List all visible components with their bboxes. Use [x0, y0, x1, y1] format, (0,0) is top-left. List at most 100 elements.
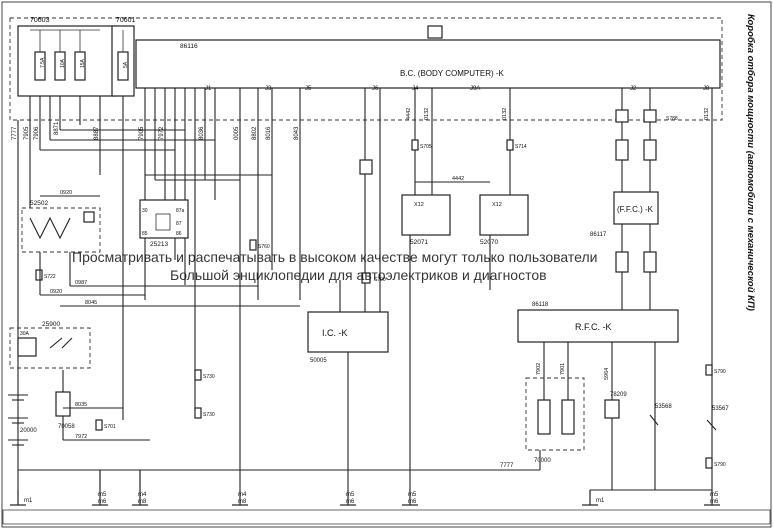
- wire-label: 7972: [159, 126, 165, 140]
- wire-label: 0987: [75, 280, 87, 286]
- switch-53567-label: 53567: [712, 406, 729, 412]
- wire-label: 8871: [54, 121, 60, 135]
- wire-label: 0005: [234, 126, 240, 140]
- relay-coil: [155, 213, 171, 231]
- splice-label: S788: [666, 116, 678, 122]
- relay-25213-box: [139, 199, 189, 239]
- fuse-box-70603: [17, 25, 117, 97]
- bc-symbol-icon: [427, 25, 443, 39]
- relay-pin: 85: [142, 231, 148, 237]
- bottom-strip: [2, 509, 771, 525]
- watermark-line-2: Большой энциклопедии для автоэлектриков …: [170, 267, 547, 283]
- splice-label: S730: [203, 374, 215, 380]
- ground-label: m5: [98, 492, 107, 498]
- ground-label: m6: [98, 499, 107, 505]
- wire-label: 8035: [75, 402, 87, 408]
- splice: [361, 272, 371, 284]
- watermark-line-1: Просматривать и распечатывать в высоком …: [72, 249, 597, 265]
- ffc-box: [613, 191, 659, 225]
- relay-pin: 87: [176, 221, 182, 227]
- wire-label: 7905: [139, 126, 145, 140]
- splice: [705, 457, 713, 469]
- splice: [35, 269, 43, 281]
- fuse-3-label: 15A: [80, 58, 86, 68]
- ground-label: m6: [710, 499, 719, 505]
- ground-label: m5: [408, 492, 417, 498]
- relay-25900-box: [9, 327, 91, 369]
- relay-25900-coil: [17, 337, 37, 357]
- valve-label: 78209: [610, 392, 627, 398]
- splice: [615, 109, 629, 123]
- ground-label: m6: [408, 499, 417, 505]
- wire-label: 7777: [12, 126, 18, 140]
- switch-53568-label: 53568: [655, 404, 672, 410]
- splice: [643, 109, 657, 123]
- connector-j6: J6: [372, 86, 379, 92]
- splice: [194, 369, 202, 381]
- fuse-group: 7.5A 10A 15A 5A: [30, 29, 129, 81]
- wire-label: 5964: [604, 368, 610, 380]
- wire-labels-top: 7777 7905 7906 8871 8887 7905 7972 8036 …: [12, 121, 300, 140]
- wire-label: 8036: [199, 126, 205, 140]
- splice-label: S722: [44, 274, 56, 280]
- rfc-box: [517, 309, 679, 343]
- diode-pack: [643, 139, 657, 161]
- wire-label: 0920: [60, 190, 72, 196]
- fuse-pack-label: 70000: [534, 458, 551, 464]
- wire-label: 8802: [252, 126, 258, 140]
- splice: [95, 419, 103, 431]
- diode-pack: [615, 139, 629, 161]
- ground-label: m4: [138, 492, 147, 498]
- splice-label: S701: [104, 424, 116, 430]
- fuse-70058: [55, 391, 71, 417]
- connector-j3: J3: [265, 86, 272, 92]
- splice-label: S790: [714, 462, 726, 468]
- switch-52070-box: [479, 194, 529, 236]
- fuse-1-label: 7.5A: [40, 57, 46, 68]
- body-computer-code: 86116: [180, 43, 198, 50]
- splice: [359, 159, 373, 175]
- fuse-4-label: 5A: [123, 61, 129, 68]
- splice-label: S760: [258, 244, 270, 250]
- ic-label: I.C. -K: [322, 328, 348, 338]
- ground-label: m6: [346, 499, 355, 505]
- wire-label: 8887: [94, 126, 100, 140]
- ground-label: m1: [596, 498, 605, 504]
- wire-label: 7777: [500, 463, 514, 469]
- switch-52071-box: [401, 194, 451, 236]
- relay-pin: 87a: [176, 208, 185, 214]
- splice-label: S730: [203, 412, 215, 418]
- connector-j9a: J9A: [470, 86, 480, 92]
- wire-label: 7901: [560, 363, 566, 375]
- relay-25213-label: 25213: [150, 241, 168, 248]
- ground-label: m5: [710, 492, 719, 498]
- splice-label: S705: [420, 144, 432, 150]
- ground-label: m1: [24, 498, 33, 504]
- switch-53568-contact: [649, 414, 659, 426]
- ic-box: [307, 311, 389, 353]
- relay-25900-contacts: [49, 337, 73, 349]
- fuse-label: 30A: [20, 331, 30, 337]
- fuse-pack-70000: [525, 377, 585, 451]
- fuse-30a-2: [561, 399, 575, 435]
- relay-52502-box: [21, 207, 101, 253]
- wire-label: 0920: [50, 289, 62, 295]
- ground-symbols: m1 m5 m6 m4 m8 m4 m8 m5 m6 m5 m6 m1 m5 m…: [10, 470, 720, 506]
- switch-53567-contact: [706, 419, 717, 431]
- ffc-code: 86117: [590, 232, 607, 238]
- splice: [705, 364, 713, 376]
- splice-label: S700: [374, 277, 386, 283]
- splice-label: S790: [714, 369, 726, 375]
- side-title: Коробка отбора мощности (автомобили с ме…: [745, 14, 756, 311]
- ground-label: m5: [346, 492, 355, 498]
- wire-label: 7905: [24, 126, 30, 140]
- relay-52502-label: 52502: [30, 200, 48, 207]
- splice: [506, 139, 514, 151]
- diode-pack: [615, 251, 629, 273]
- valve-78209: [604, 399, 620, 419]
- relay-25900-label: 25900: [42, 321, 60, 328]
- wire-label: 8016: [266, 126, 272, 140]
- central-unit-boundary: [9, 17, 723, 121]
